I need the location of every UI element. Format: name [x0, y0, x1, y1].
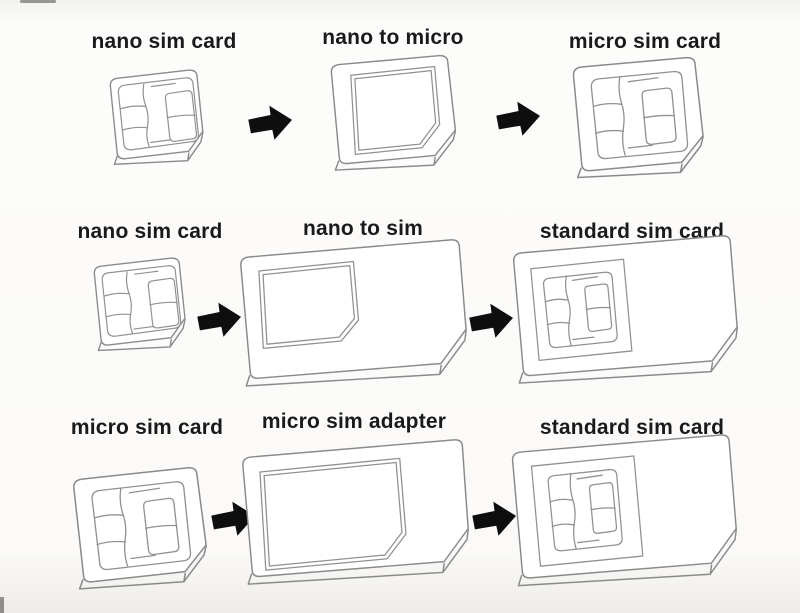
right-arrow-icon — [194, 297, 245, 341]
label-standard-sim-card: standard sim card — [539, 220, 725, 243]
label-nano-sim-card: nano sim card — [91, 30, 237, 53]
right-arrow-icon — [493, 96, 544, 140]
scan-artifact-top — [20, 0, 56, 3]
label-micro-sim-card: micro sim card — [568, 30, 722, 53]
micro-sim-card-drawing — [67, 462, 220, 605]
label-nano-to-micro: nano to micro — [322, 26, 464, 49]
label-micro-sim-card: micro sim card — [70, 416, 224, 439]
label-micro-sim-adapter: micro sim adapter — [261, 410, 447, 433]
right-arrow-icon — [208, 496, 259, 540]
right-arrow-icon — [245, 100, 296, 144]
micro-sim-adapter-drawing — [235, 436, 477, 600]
nano-sim-card-drawing — [90, 254, 199, 364]
right-arrow-icon — [466, 298, 517, 342]
right-arrow-icon — [469, 496, 520, 540]
micro-sim-card-drawing — [567, 52, 716, 193]
scan-artifact-bottom — [0, 597, 4, 613]
label-nano-to-sim: nano to sim — [302, 217, 424, 240]
nano-to-micro-adapter-drawing — [325, 50, 467, 185]
label-standard-sim-card: standard sim card — [539, 416, 725, 439]
standard-sim-card-drawing — [505, 430, 743, 603]
nano-to-sim-adapter-drawing — [233, 235, 473, 403]
nano-sim-card-drawing — [106, 66, 217, 178]
standard-sim-card-drawing — [506, 231, 744, 400]
label-nano-sim-card: nano sim card — [77, 220, 223, 243]
